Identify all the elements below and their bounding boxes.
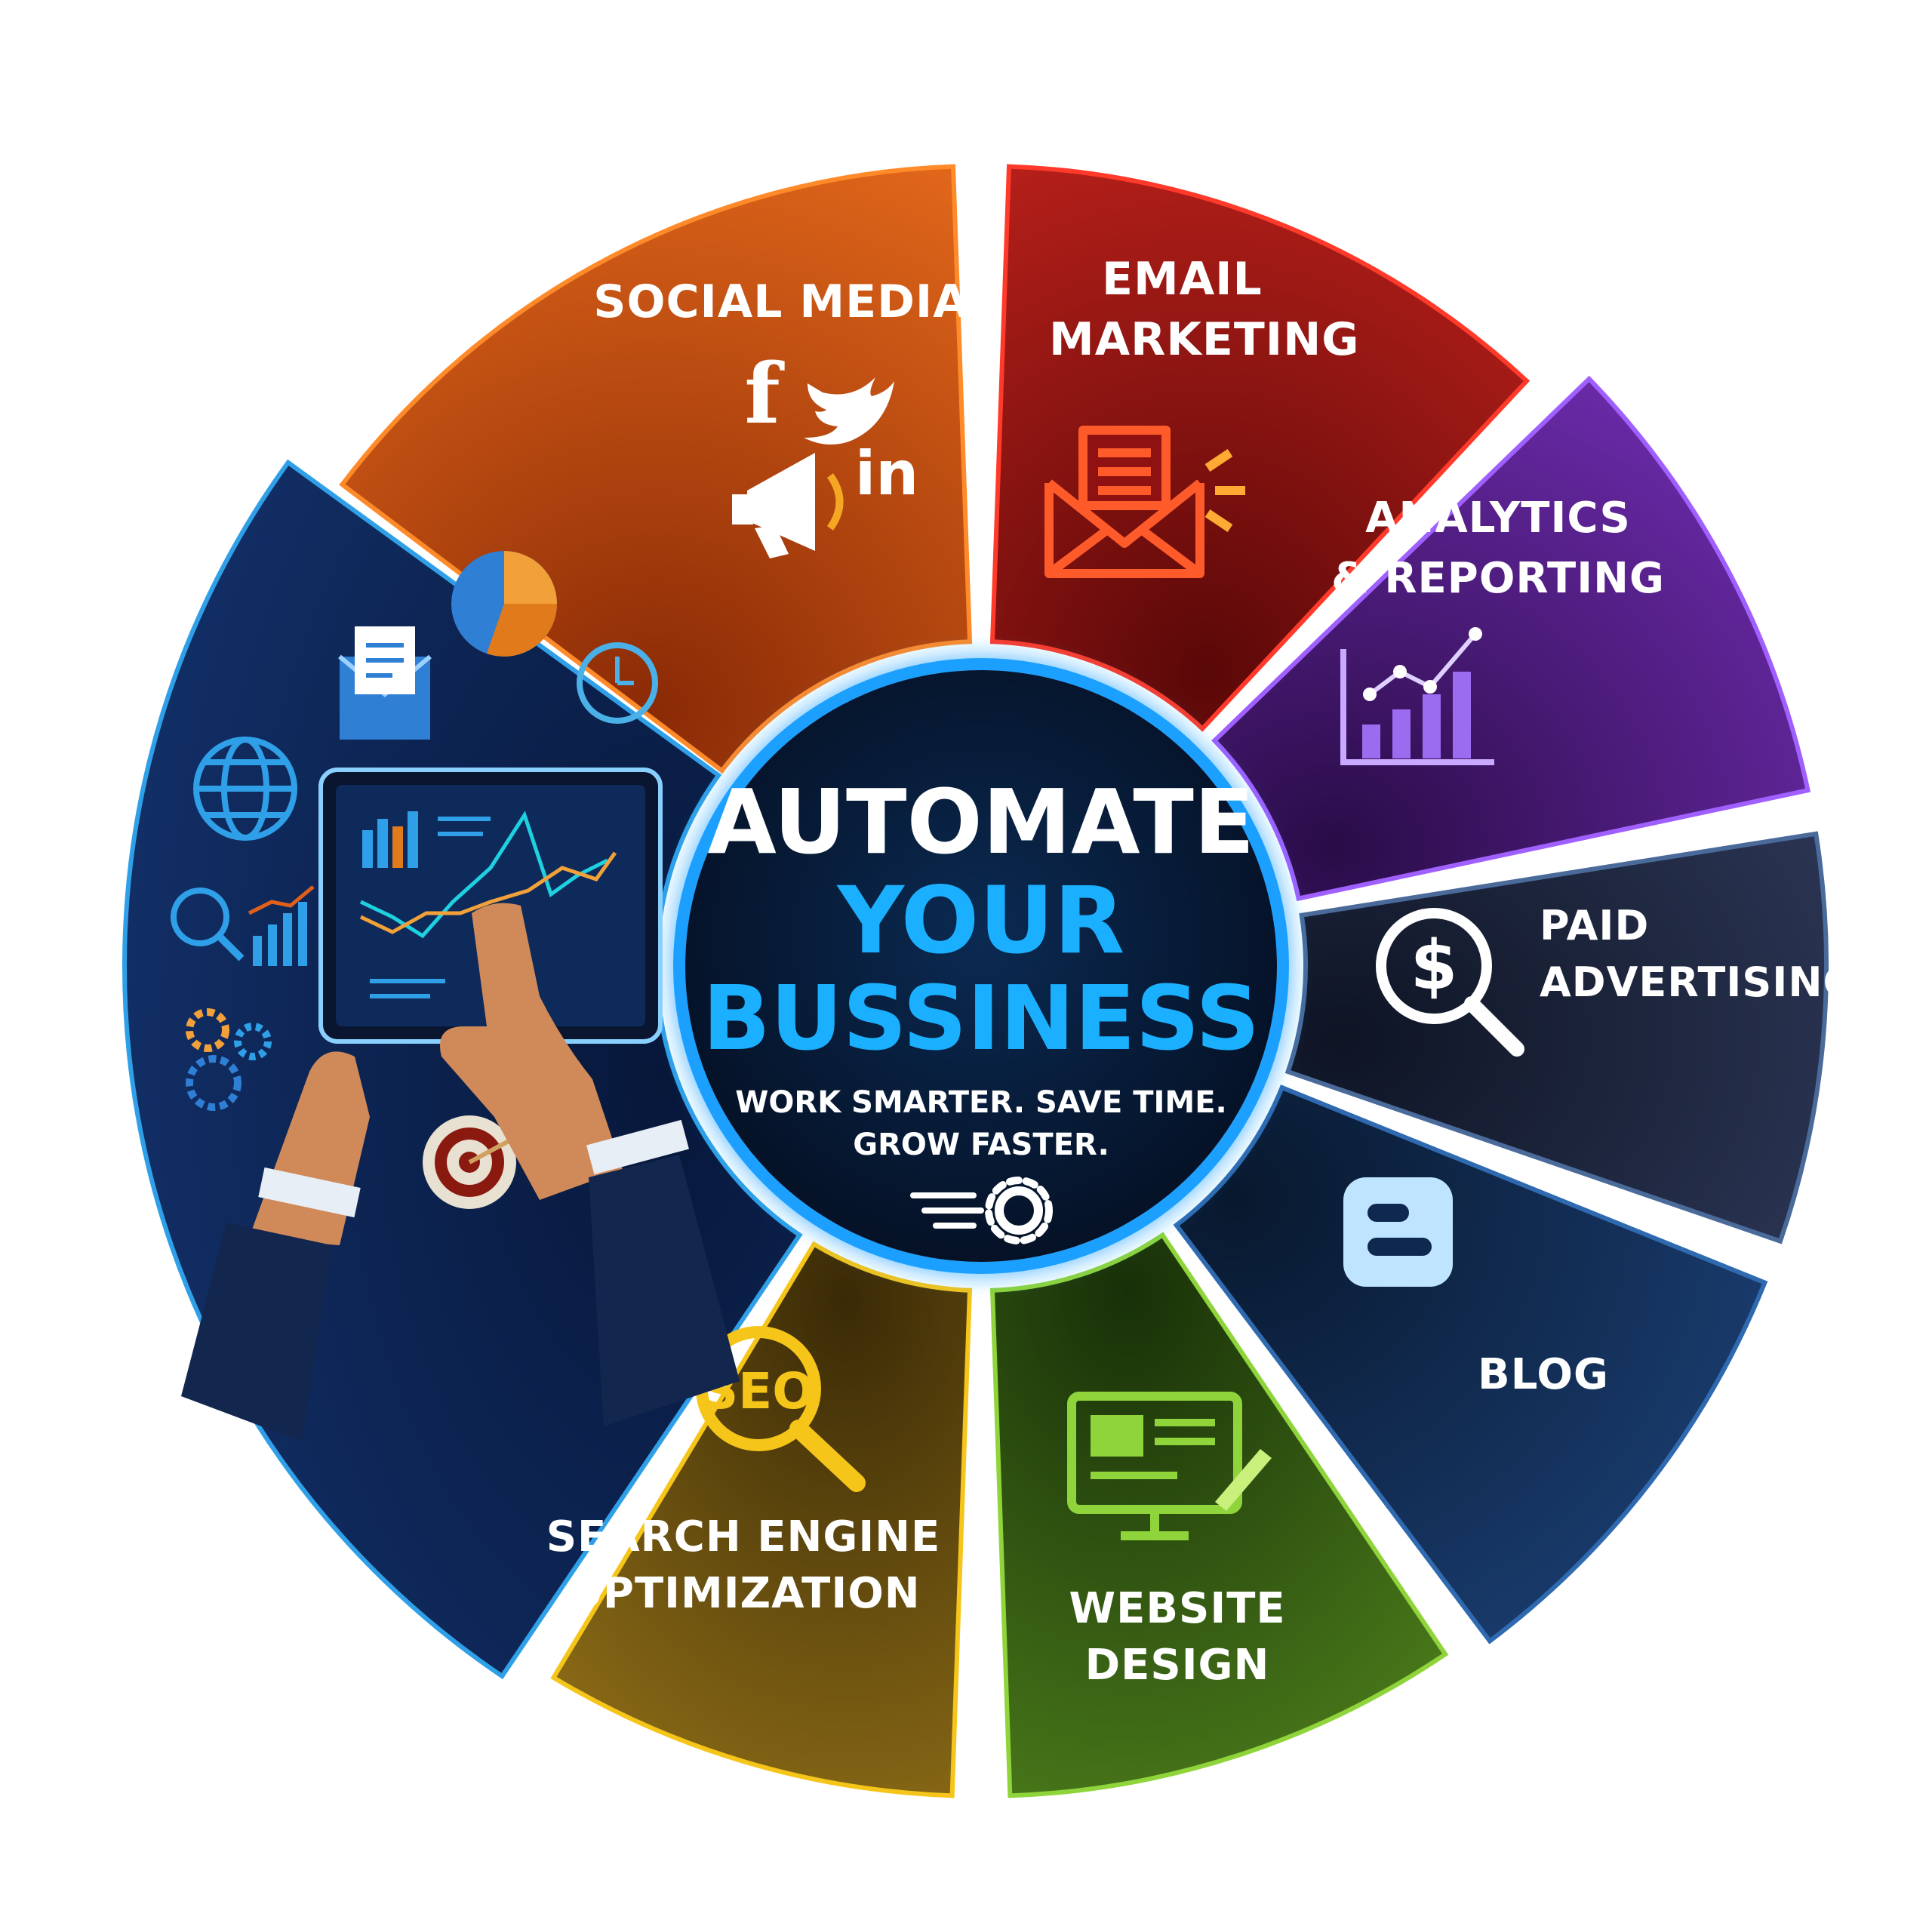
segment-analytics-reporting: ANALYTICS & REPORTING xyxy=(1331,494,1665,765)
paid-advertising-label-line1: PAID xyxy=(1540,902,1649,949)
wheel-segment-seo xyxy=(550,1241,973,1798)
blogger-icon xyxy=(1343,1177,1453,1287)
segment-paid-advertising: PAID ADVERTISING $ xyxy=(1376,902,1857,1057)
dollar-symbol: $ xyxy=(1411,926,1458,1005)
wheel-segment-social xyxy=(339,164,973,774)
analytics-label-line2: & REPORTING xyxy=(1331,554,1665,603)
social-media-label: SOCIAL MEDIA xyxy=(593,275,968,328)
facebook-icon: f xyxy=(744,345,785,442)
hub-tagline-line2: GROW FASTER. xyxy=(853,1128,1109,1162)
hub-title-line3: BUSSINESS xyxy=(703,966,1260,1070)
segment-seo: SEO SEARCH ENGINE OPTIMIZATION xyxy=(546,1326,941,1618)
envelope-icon xyxy=(1044,426,1245,578)
pie-chart-icon xyxy=(451,551,557,657)
segment-business-tools xyxy=(171,551,740,1441)
speed-gear-icon xyxy=(910,1177,1053,1244)
seo-label-line2: OPTIMIZATION xyxy=(566,1569,920,1618)
dollar-search-icon: $ xyxy=(1376,908,1524,1057)
target-icon xyxy=(423,1115,541,1209)
search-analytics-icon xyxy=(171,885,315,966)
segment-website-design: WEBSITE DESIGN xyxy=(1067,1392,1285,1690)
wheel-segment-paid xyxy=(1284,831,1829,1244)
hub-title-line1: AUTOMATE xyxy=(708,770,1255,874)
segment-social-media: SOCIAL MEDIA f in xyxy=(593,275,968,558)
twitter-icon xyxy=(804,377,894,445)
segment-blog: BLOG xyxy=(1343,1177,1609,1399)
hands-illustration xyxy=(181,903,740,1441)
paid-advertising-label-line2: ADVERTISING xyxy=(1540,958,1857,1006)
clock-icon xyxy=(577,642,658,724)
blog-label: BLOG xyxy=(1478,1350,1609,1399)
email-marketing-label-line2: MARKETING xyxy=(1049,313,1360,366)
hub-title-line2: YOUR xyxy=(836,867,1125,974)
segment-email-marketing: EMAIL MARKETING xyxy=(1044,253,1360,578)
document-envelope-icon xyxy=(338,626,432,740)
hub-circle xyxy=(685,670,1277,1262)
wheel-segment-email xyxy=(989,164,1531,732)
linkedin-icon: in xyxy=(855,438,918,509)
globe-icon xyxy=(193,737,297,841)
seo-label-line1: SEARCH ENGINE xyxy=(546,1512,941,1561)
hub-tagline-line1: WORK SMARTER. SAVE TIME. xyxy=(735,1085,1226,1120)
website-design-label-line2: DESIGN xyxy=(1085,1641,1270,1690)
megaphone-icon xyxy=(732,453,844,558)
center-hub: AUTOMATE YOUR BUSSINESS WORK SMARTER. SA… xyxy=(664,649,1298,1283)
website-design-label-line1: WEBSITE xyxy=(1069,1584,1285,1633)
monitor-brush-icon xyxy=(1067,1392,1272,1540)
analytics-label-line1: ANALYTICS xyxy=(1365,494,1631,543)
bar-chart-icon xyxy=(1340,627,1494,765)
seo-magnifier-icon: SEO xyxy=(696,1326,866,1492)
wheel-segment-blog xyxy=(1173,1084,1768,1644)
wheel-segment-analytics xyxy=(1211,375,1811,902)
wheel-segment-website xyxy=(989,1232,1449,1798)
email-marketing-label-line1: EMAIL xyxy=(1102,253,1263,306)
gears-icon xyxy=(186,1008,272,1111)
hub-glow-ring xyxy=(673,658,1289,1274)
